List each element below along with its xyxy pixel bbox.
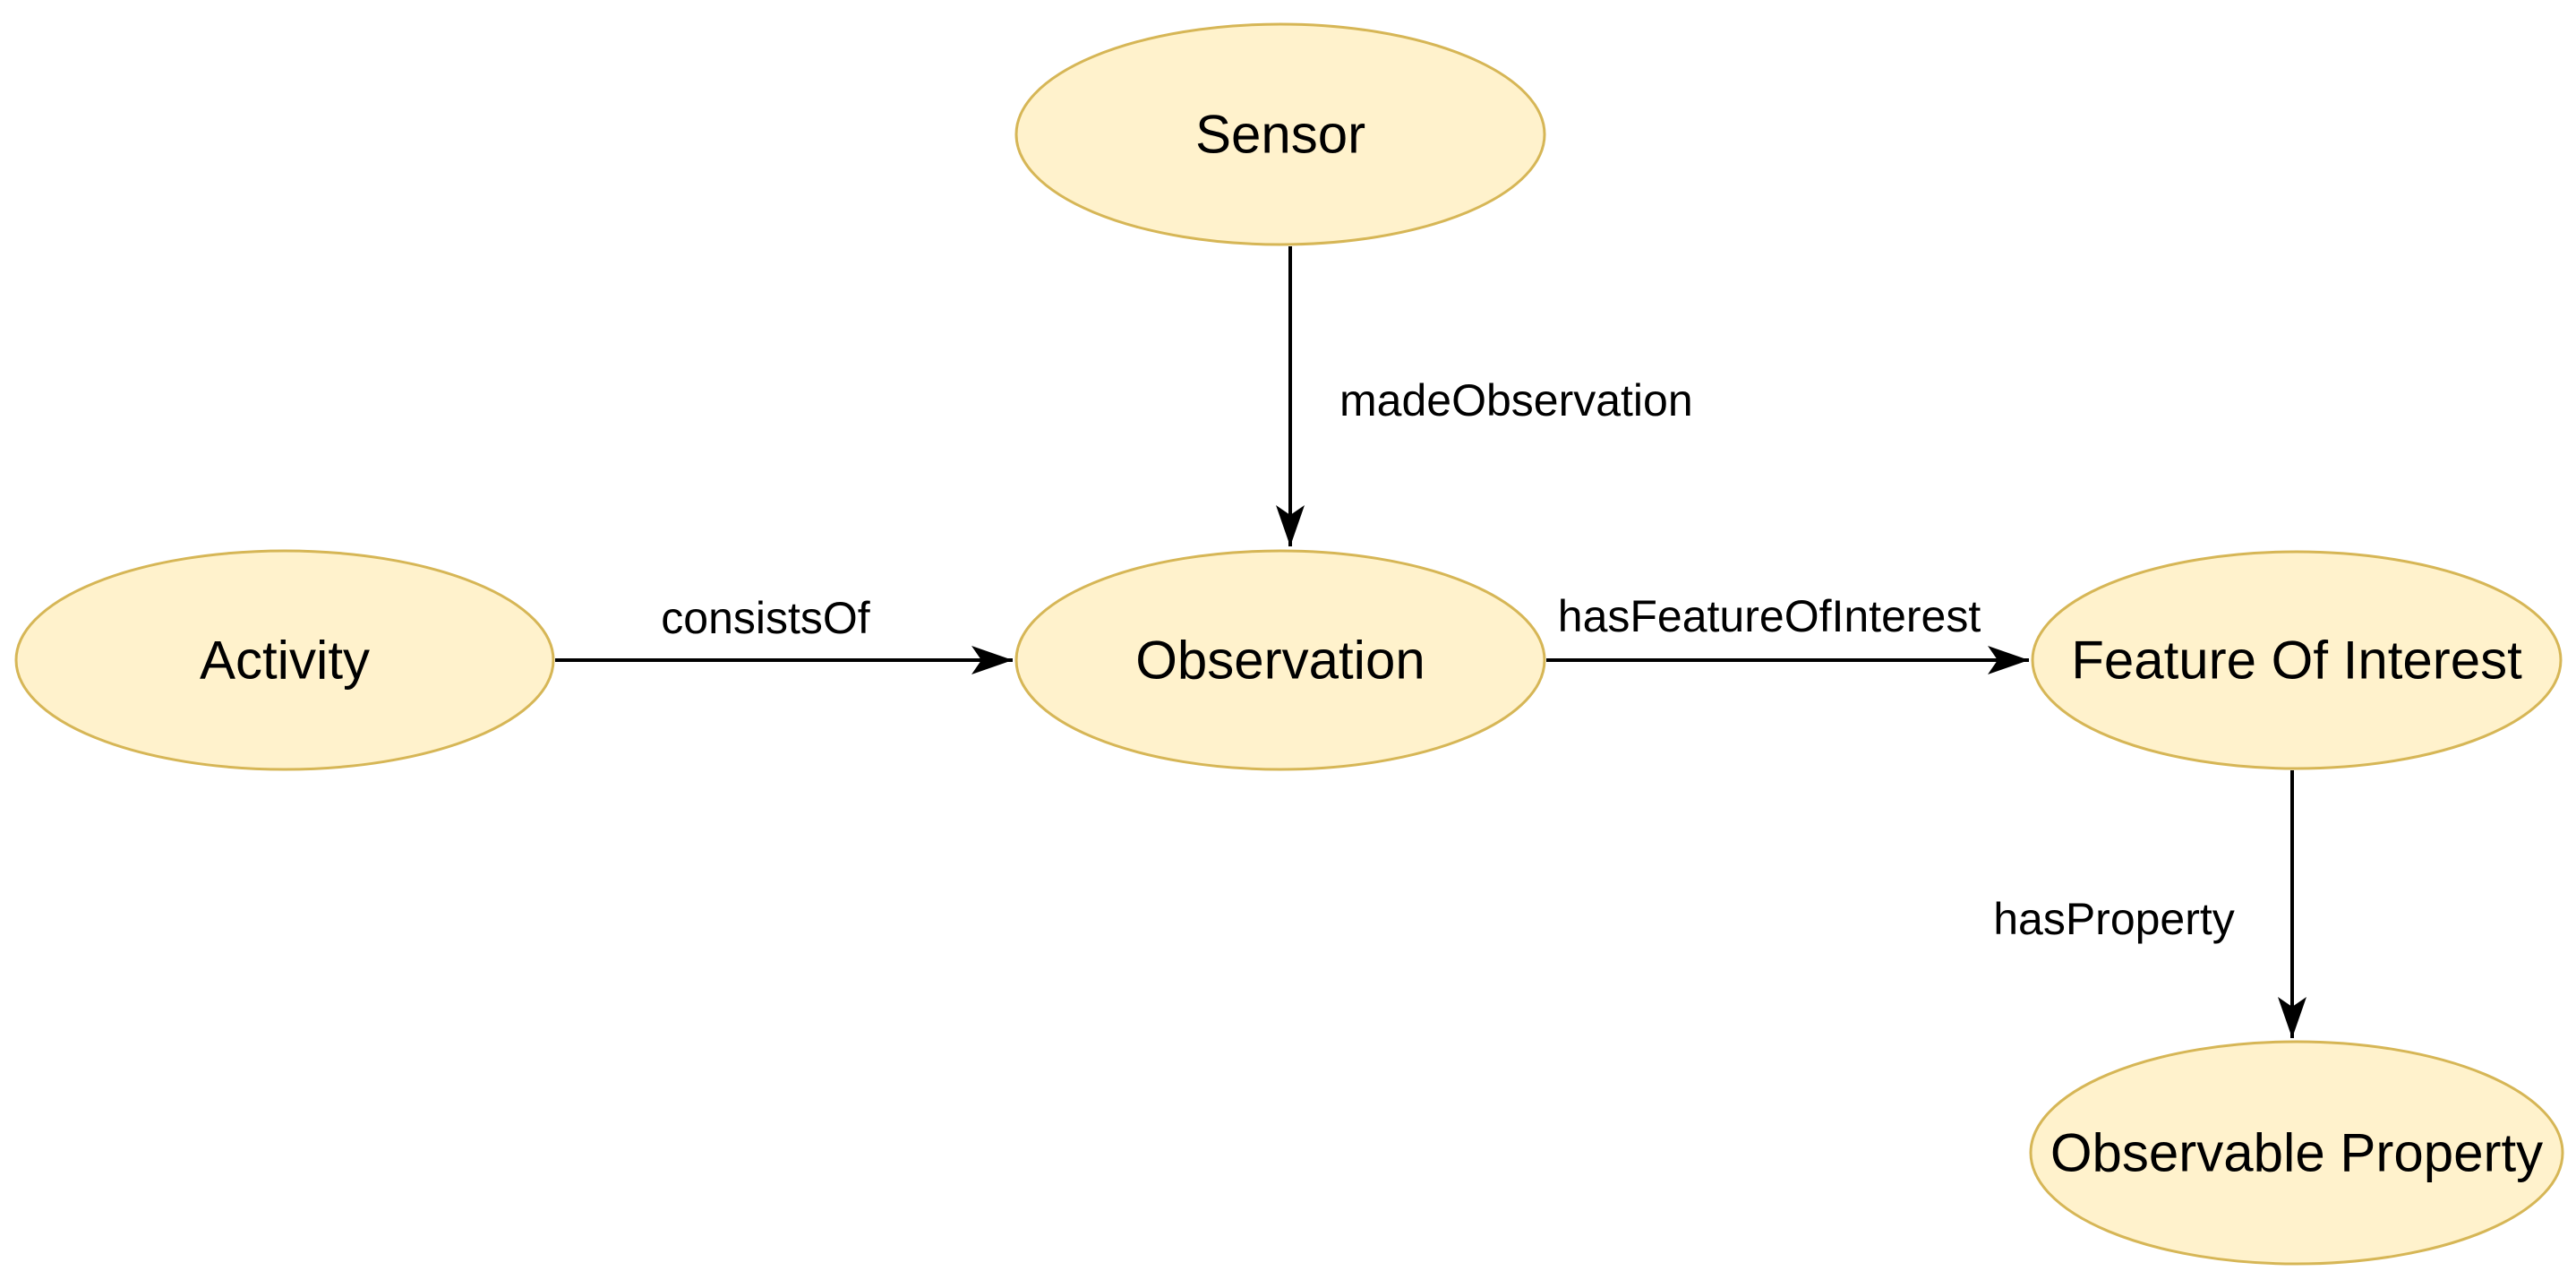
edge-label-consistsOf: consistsOf [661, 593, 870, 643]
node-feature-of-interest-label: Feature Of Interest [2071, 631, 2522, 691]
node-sensor-shape [1014, 22, 1546, 246]
node-observation-shape [1014, 549, 1546, 771]
node-sensor-label: Sensor [1195, 105, 1365, 165]
node-observation-label: Observation [1135, 631, 1425, 691]
node-observable-property-label: Observable Property [2050, 1123, 2543, 1183]
node-feature-of-interest-shape [2031, 550, 2563, 770]
node-observable-property: Observable Property [2029, 1040, 2564, 1266]
edge-feature-of-interest-to-observable-property: hasProperty [1993, 770, 2306, 1038]
node-feature-of-interest: Feature Of Interest [2031, 550, 2563, 770]
edge-activity-to-observation: consistsOf [555, 593, 1013, 674]
edge-observation-to-feature-of-interest: hasFeatureOfInterest [1546, 591, 2029, 674]
edge-label-hasFeatureOfInterest: hasFeatureOfInterest [1558, 591, 1981, 641]
edge-sensor-to-observation: madeObservation [1276, 246, 1693, 546]
node-observable-property-shape [2029, 1040, 2564, 1266]
edge-label-hasProperty: hasProperty [1993, 894, 2235, 944]
node-sensor: Sensor [1014, 22, 1546, 246]
edge-label-madeObservation: madeObservation [1339, 375, 1693, 425]
node-activity-label: Activity [200, 631, 370, 691]
node-activity: Activity [14, 549, 555, 771]
node-observation: Observation [1014, 549, 1546, 771]
node-activity-shape [14, 549, 555, 771]
